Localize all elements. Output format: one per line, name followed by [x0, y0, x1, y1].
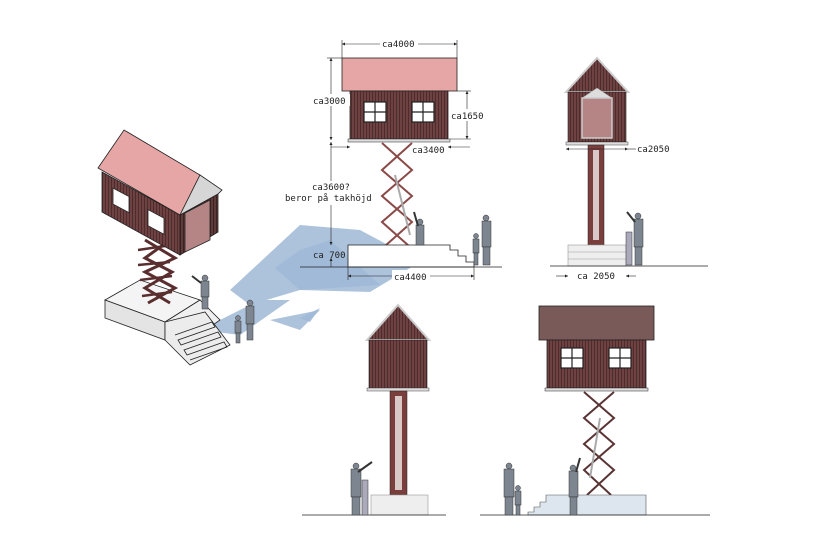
door	[581, 97, 613, 139]
house-walls	[368, 339, 428, 391]
dim-lift-height: ca3600?	[312, 183, 350, 193]
scissor-lift	[137, 238, 179, 305]
roof	[538, 305, 655, 341]
gable-roof	[563, 56, 631, 93]
base-with-stairs	[347, 244, 475, 268]
base-block	[567, 244, 627, 267]
base-block	[370, 494, 429, 516]
dim-side-base-width: ca 2050	[577, 272, 615, 282]
windows	[560, 347, 632, 369]
side-elevation-dimensioned: ca2050 ca 2050	[550, 56, 708, 282]
people-figures	[413, 211, 492, 266]
people-figures	[350, 461, 373, 516]
dim-base-height: ca 700	[313, 251, 346, 261]
lift-mast	[587, 144, 605, 246]
base-with-stairs	[527, 494, 647, 516]
gable-roof	[364, 303, 432, 341]
lift-mast	[389, 390, 408, 496]
front-elevation-lowered	[480, 305, 710, 516]
scissor-lift	[380, 142, 414, 247]
side-elevation-lowered	[300, 303, 446, 516]
people-figures	[191, 274, 255, 344]
shadow	[275, 240, 380, 290]
roof	[341, 57, 458, 92]
dim-total-width: ca4000	[382, 40, 415, 50]
front-elevation-dimensioned: ca4000 ca3000 ca1650 ca3400 ca3600? bero…	[275, 37, 502, 290]
scissor-lift	[582, 391, 616, 496]
dim-side-house-width: ca2050	[637, 145, 670, 155]
people-figures	[625, 211, 644, 266]
dim-total-height: ca3000	[313, 97, 346, 107]
dimension-lines	[556, 147, 636, 278]
people-figures	[503, 457, 581, 516]
dim-lift-height-note: beror på takhöjd	[285, 193, 372, 204]
dim-base-length: ca4400	[394, 273, 427, 283]
windows	[363, 101, 435, 123]
dimension-labels: ca4000 ca3000 ca1650 ca3400 ca3600? bero…	[285, 37, 488, 283]
dim-house-width: ca3400	[412, 146, 445, 156]
iso-house	[97, 129, 223, 256]
dim-wall-height: ca1650	[451, 112, 484, 122]
